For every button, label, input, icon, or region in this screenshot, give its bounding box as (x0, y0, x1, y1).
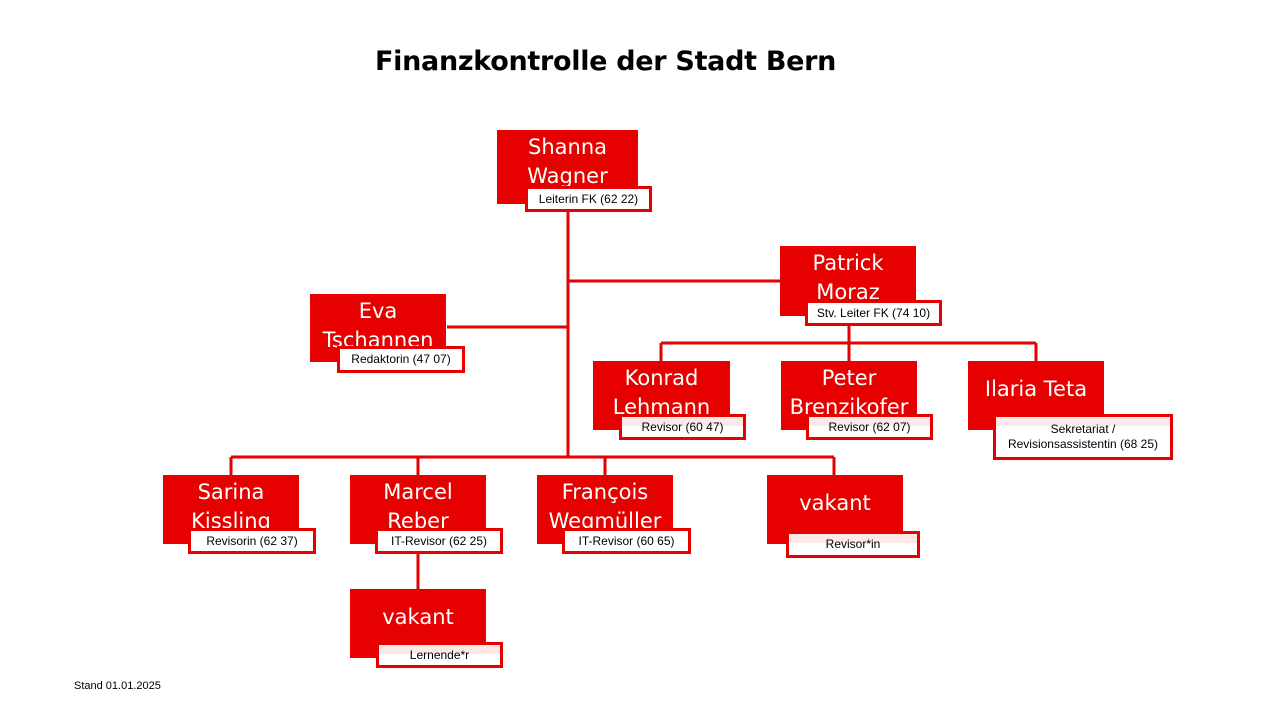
role-marcel-reber: IT-Revisor (62 25) (375, 528, 503, 554)
role-shanna-wagner: Leiterin FK (62 22) (525, 186, 652, 212)
role-vakant-revisor: Revisor*in (786, 531, 920, 558)
node-name: vakant (799, 491, 871, 515)
node-name: Marcel Reber (383, 480, 453, 533)
role-sarina-kissling: Revisorin (62 37) (188, 528, 316, 554)
node-name: Ilaria Teta (984, 377, 1088, 401)
role-patrick-moraz: Stv. Leiter FK (74 10) (805, 300, 942, 326)
role-eva-tschannen: Redaktorin (47 07) (337, 346, 465, 373)
node-name: Konrad Lehmann (612, 366, 711, 419)
node-name: vakant (382, 605, 454, 629)
node-name: Shanna Wagner (527, 135, 608, 188)
role-vakant-lernende: Lernende*r (376, 642, 503, 668)
footer-date: Stand 01.01.2025 (74, 680, 161, 692)
node-name: François Wegmüller (548, 480, 662, 533)
role-peter-brenzikofer: Revisor (62 07) (806, 414, 933, 440)
node-name: Peter Brenzikofer (789, 366, 909, 419)
role-francois-wegmueller: IT-Revisor (60 65) (562, 528, 691, 554)
page-title: Finanzkontrolle der Stadt Bern (375, 46, 837, 77)
role-ilaria-teta: Sekretariat / Revisionsassistentin (68 2… (993, 414, 1173, 460)
node-name: Sarina Kissling (191, 480, 271, 533)
role-konrad-lehmann: Revisor (60 47) (619, 414, 746, 440)
node-name: Patrick Moraz (812, 251, 884, 304)
